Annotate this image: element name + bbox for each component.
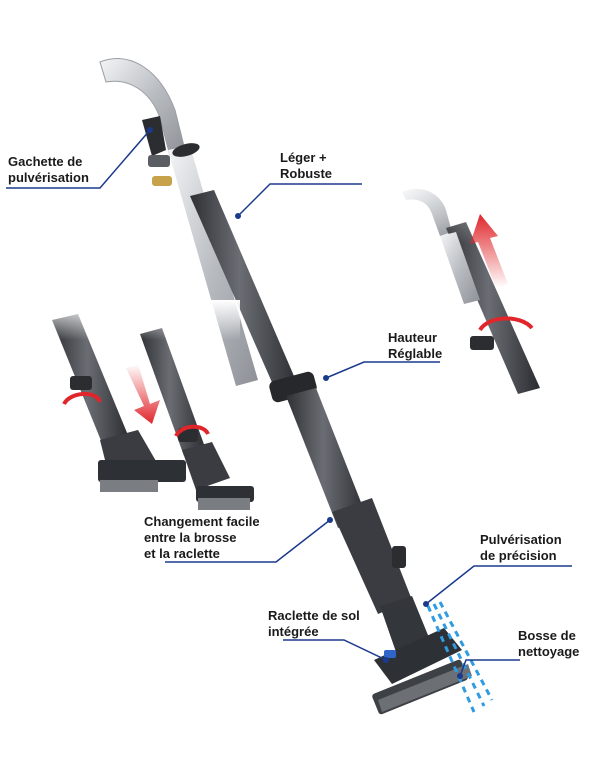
leader-change bbox=[165, 519, 331, 563]
leader-trigger bbox=[6, 129, 151, 189]
leader-boss bbox=[459, 659, 520, 677]
callout-squeegee: Raclette de sol intégrée bbox=[268, 608, 360, 640]
callout-change-line2: entre la brosse bbox=[144, 530, 237, 545]
leader-light bbox=[237, 183, 362, 217]
wand-body bbox=[332, 498, 412, 614]
trigger-valve bbox=[148, 155, 170, 167]
inset-height-adjust bbox=[400, 184, 540, 394]
arrow-down-icon bbox=[126, 364, 160, 424]
main-wand bbox=[99, 58, 494, 715]
leader-height bbox=[325, 361, 440, 379]
callout-light: Léger + Robuste bbox=[280, 150, 332, 182]
squeegee-head bbox=[374, 628, 462, 684]
spray-icon bbox=[426, 601, 494, 713]
callout-trigger-line2: pulvérisation bbox=[8, 170, 89, 185]
callout-spray-line1: Pulvérisation bbox=[480, 532, 562, 547]
callout-squeegee-line2: intégrée bbox=[268, 624, 319, 639]
callout-light-line2: Robuste bbox=[280, 166, 332, 181]
callout-trigger-line1: Gachette de bbox=[8, 154, 83, 169]
callout-light-line1: Léger + bbox=[280, 150, 327, 165]
lower-tube bbox=[286, 388, 368, 528]
callout-spray-line2: de précision bbox=[480, 548, 557, 563]
wand-handle bbox=[99, 58, 186, 157]
callout-spray: Pulvérisation de précision bbox=[480, 532, 562, 564]
inset-brush-change bbox=[40, 300, 254, 510]
callout-squeegee-line1: Raclette de sol bbox=[268, 608, 360, 623]
callout-height-line2: Réglable bbox=[388, 346, 443, 361]
leader-squeegee bbox=[283, 639, 387, 661]
callout-change-line3: et la raclette bbox=[144, 546, 220, 561]
callout-trigger: Gachette de pulvérisation bbox=[8, 154, 89, 186]
callout-change-line1: Changement facile bbox=[144, 514, 260, 529]
leader-spray bbox=[425, 565, 572, 605]
arrow-up-icon bbox=[470, 214, 508, 288]
callout-change: Changement facile entre la brosse et la … bbox=[144, 514, 260, 562]
callout-height-line1: Hauteur bbox=[388, 330, 438, 345]
callout-boss: Bosse de nettoyage bbox=[518, 628, 579, 660]
callout-height: Hauteur Réglable bbox=[388, 330, 442, 362]
callout-dots bbox=[147, 127, 463, 679]
callout-boss-line1: Bosse de bbox=[518, 628, 576, 643]
trigger-icon bbox=[142, 116, 166, 156]
callout-lines bbox=[6, 129, 572, 677]
callout-boss-line2: nettoyage bbox=[518, 644, 580, 659]
